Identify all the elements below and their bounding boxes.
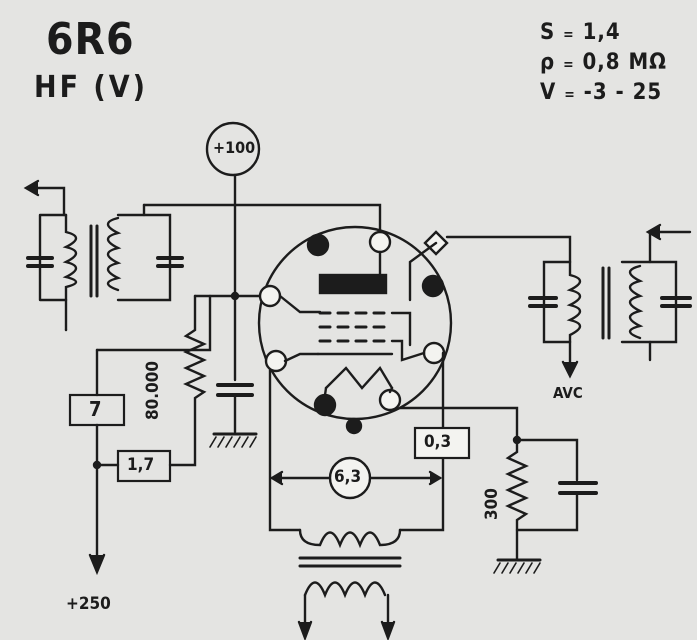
tube-name: 6R6: [46, 14, 135, 65]
resistor-1-7-label: 1,7: [127, 455, 155, 475]
spec-value: 0,8 MΩ: [582, 50, 667, 75]
resistor-80000-label: 80.000: [143, 360, 163, 420]
heater-circuit: [268, 351, 471, 640]
grid-wire: [445, 235, 572, 264]
spec-symbol: ρ: [540, 50, 556, 75]
cathode-circuit: [398, 406, 598, 574]
left-output-transformer: [23, 179, 184, 332]
tube-envelope: [257, 225, 453, 435]
resistor-300-label: 300: [482, 488, 502, 520]
anode-supply-line: [64, 294, 212, 576]
spec-resistance: ρ = 0,8 MΩ: [540, 50, 667, 75]
anode-wire: [142, 203, 382, 237]
spec-value: -3 - 25: [583, 80, 663, 105]
avc-label: AVC: [553, 384, 583, 402]
tube-function: HF (V): [34, 70, 148, 105]
spec-value: 1,4: [582, 20, 621, 45]
spec-symbol: S: [540, 20, 556, 45]
resistor-7-label: 7: [89, 397, 102, 421]
screen-voltage-label: +100: [213, 138, 256, 157]
anode-supply-label: +250: [66, 594, 111, 614]
right-input-transformer: [528, 223, 692, 379]
spec-symbol: V: [540, 80, 557, 105]
screen-supply: [205, 121, 261, 448]
heater-voltage-label: 6,3: [334, 467, 362, 487]
spec-slope: S = 1,4: [540, 20, 621, 45]
resistor-80000: [168, 294, 207, 467]
heater-current-label: 0,3: [424, 432, 452, 452]
spec-voltage: V = -3 - 25: [540, 80, 663, 105]
